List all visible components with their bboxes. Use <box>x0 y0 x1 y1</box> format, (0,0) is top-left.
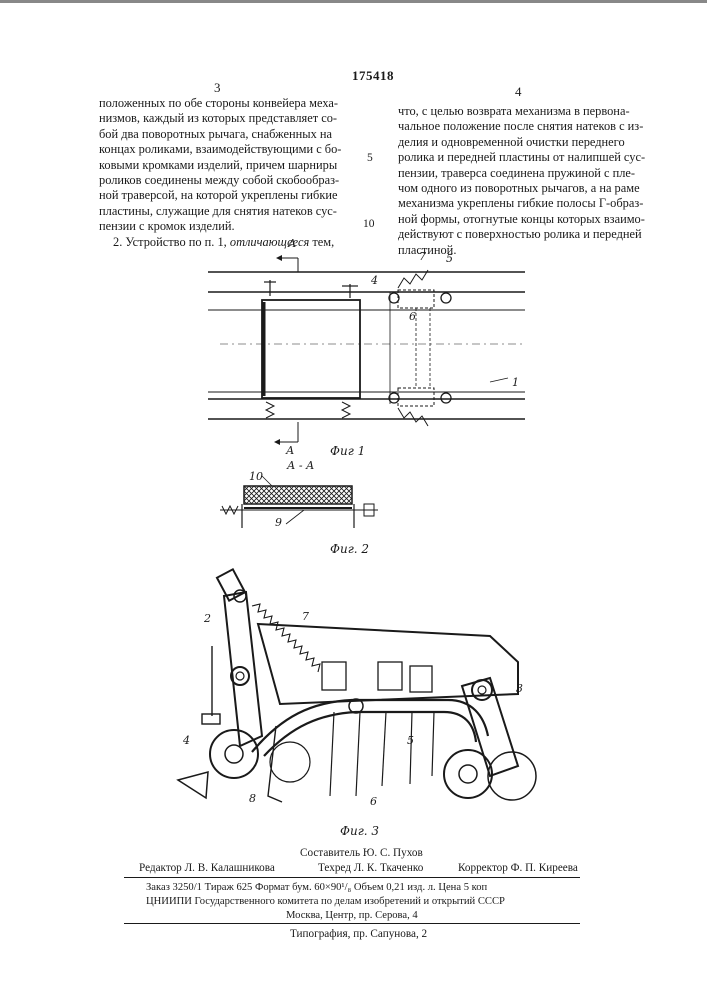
patent-number: 175418 <box>352 68 394 84</box>
line-number-5: 5 <box>367 152 373 164</box>
imprint-divider <box>124 877 580 878</box>
organization-line: ЦНИИПИ Государственного комитета по дела… <box>146 895 505 909</box>
right-column-number: 4 <box>515 84 522 100</box>
figure-1-caption: Фиг 1 <box>330 444 365 458</box>
fig3-label-7: 7 <box>302 610 309 623</box>
text-line: ковыми кромками изделий, причем шарниры <box>99 158 351 173</box>
workpiece <box>262 300 360 398</box>
text-line: ролика и передней пластины от налипшей с… <box>398 150 656 165</box>
fig3-label-6: 6 <box>370 795 377 808</box>
figure-1-drawing <box>190 252 540 462</box>
text-line: чом одного из поворотных рычагов, а на р… <box>398 181 656 196</box>
text-line: роликов соединены между собой скобообраз… <box>99 173 351 188</box>
fig1-label-6: 6 <box>409 310 416 323</box>
fig3-label-3: 3 <box>516 682 523 695</box>
roller-4 <box>210 730 258 778</box>
text-line: пензии, траверса соединена пружиной с пл… <box>398 166 656 181</box>
order-line: Заказ 3250/1 Тираж 625 Формат бум. 60×90… <box>146 881 487 895</box>
text-line: ной формы, отогнутые концы которых взаим… <box>398 212 656 227</box>
text-line: бой два поворотных рычага, снабженных на <box>99 127 351 142</box>
claim-2-tail: тем, <box>312 235 334 249</box>
fig1-label-7: 7 <box>419 250 426 263</box>
section-title: А - А <box>287 459 314 472</box>
fig3-label-2: 2 <box>204 612 211 625</box>
corrector-line: Корректор Ф. П. Киреева <box>458 861 578 875</box>
roller-rear <box>444 750 492 798</box>
scan-top-edge <box>0 0 707 3</box>
compiler-line: Составитель Ю. С. Пухов <box>300 846 423 860</box>
text-line: концах роликами, взаимодействующими с бо… <box>99 142 351 157</box>
text-line: что, с целью возврата механизма в первон… <box>398 104 656 119</box>
figure-2-drawing <box>214 466 384 540</box>
text-line: пензии с кромок изделий. <box>99 219 351 234</box>
section-workpiece <box>244 486 352 504</box>
printer-line: Типография, пр. Сапунова, 2 <box>290 927 427 941</box>
address-line: Москва, Центр, пр. Серова, 4 <box>286 909 418 923</box>
line-number-10: 10 <box>363 218 375 230</box>
left-text-column: положенных по обе стороны конвейера меха… <box>99 96 351 250</box>
text-line: чальное положение после снятия натеков с… <box>398 119 656 134</box>
imprint-divider-bottom <box>124 923 580 924</box>
fig3-label-4: 4 <box>183 734 190 747</box>
fig3-label-8: 8 <box>249 792 256 805</box>
fig2-label-10: 10 <box>249 470 263 483</box>
text-line: делия и одновременной очистки переднего <box>398 135 656 150</box>
left-column-number: 3 <box>214 80 221 96</box>
right-text-column: что, с целью возврата механизма в первон… <box>398 104 656 258</box>
claim-2-emphasis: отличающееся <box>230 235 309 249</box>
text-line: ной траверсой, на которой укреплены гибк… <box>99 188 351 203</box>
text-line: механизма укреплены гибкие полосы Г-обра… <box>398 196 656 211</box>
text-line: низмов, каждый из которых представляет с… <box>99 111 351 126</box>
lever-2 <box>224 592 262 746</box>
claim-2-number: 2. Устройство по п. 1, <box>113 235 227 249</box>
fig1-label-4: 4 <box>371 274 378 287</box>
section-mark-top: А <box>288 237 296 250</box>
text-line: положенных по обе стороны конвейера меха… <box>99 96 351 111</box>
techred-line: Техред Л. К. Ткаченко <box>318 861 423 875</box>
fig1-label-5: 5 <box>446 252 453 265</box>
fig2-label-9: 9 <box>275 516 282 529</box>
text-line: пластины, служащие для снятия натеков су… <box>99 204 351 219</box>
editor-line: Редактор Л. В. Калашникова <box>139 861 275 875</box>
fig1-label-1: 1 <box>512 376 519 389</box>
lever-3 <box>462 678 518 776</box>
text-line: действуют с поверхностью ролика и передн… <box>398 227 656 242</box>
figure-3-caption: Фиг. 3 <box>340 824 379 838</box>
claim-2-line: 2. Устройство по п. 1, отличающееся тем, <box>99 235 351 250</box>
fig3-label-5: 5 <box>407 734 414 747</box>
figure-3-drawing <box>172 566 558 828</box>
figure-2-caption: Фиг. 2 <box>330 542 369 556</box>
section-mark-bottom: А <box>286 444 294 457</box>
